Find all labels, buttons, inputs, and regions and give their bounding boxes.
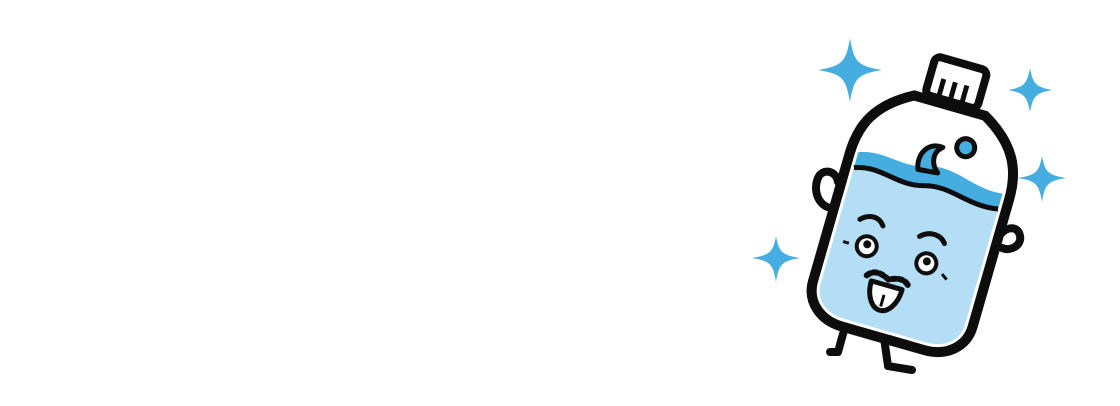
mascot-face (842, 214, 948, 314)
sparkle-right-icon (1018, 156, 1066, 202)
sparkle-left-icon (752, 236, 800, 282)
sparkle-top-left-icon (818, 38, 882, 102)
sparkle-top-right-icon (1008, 68, 1052, 112)
water-bottle-icon (806, 53, 1019, 358)
water-bottle-mascot (740, 20, 1080, 390)
